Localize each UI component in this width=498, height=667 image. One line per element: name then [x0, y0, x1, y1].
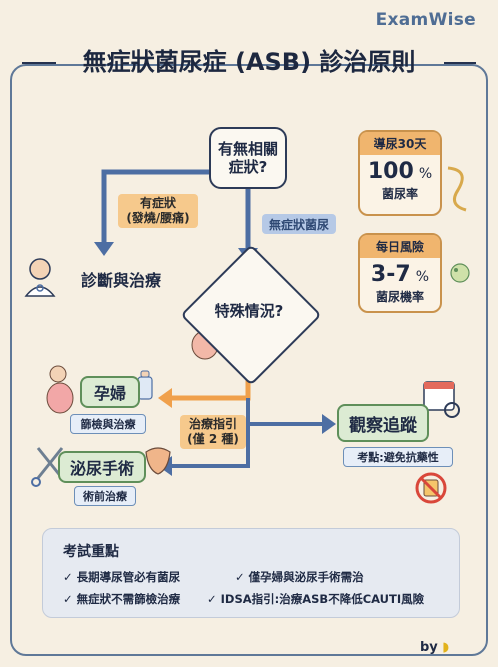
symptomatic-label: 有症狀 (發燒/腰痛): [118, 194, 198, 228]
catheter-stat-card: 導尿30天 100 % 菌尿率: [358, 130, 442, 216]
arrowhead-observe: [322, 414, 336, 434]
doctor-icon: [24, 258, 56, 297]
catheter-stat-unit: %: [418, 166, 433, 182]
observe-box: 觀察追蹤: [337, 404, 429, 442]
border-frame: [10, 64, 488, 656]
catheter-stat-label: 菌尿率: [381, 187, 418, 201]
pregnant-tag: 篩檢與治療: [70, 414, 146, 434]
banana-icon: ◗: [442, 640, 450, 655]
symptomatic-label-line1: 有症狀: [139, 196, 176, 210]
guideline-label-line1: 治療指引: [188, 417, 237, 431]
urologic-tag: 術前治療: [74, 486, 136, 506]
no-antibiotics-icon: [415, 472, 447, 504]
daily-risk-header: 每日風險: [360, 235, 440, 258]
catheter-icon: [447, 166, 467, 212]
exam-point-4: ✓ IDSA指引:治療ASB不降低CAUTI風險: [207, 592, 425, 606]
pregnant-box: 孕婦: [80, 376, 140, 408]
exam-point-1: ✓ 長期導尿管必有菌尿: [63, 570, 181, 584]
baby-bottle-icon: [137, 370, 153, 400]
title-rule-left: [22, 62, 56, 64]
guideline-label-line2: (僅 2 種): [187, 432, 239, 446]
asymptomatic-label: 無症狀菌尿: [262, 214, 336, 234]
symptom-question-line2: 症狀?: [228, 158, 268, 176]
arrow-urologic: [170, 398, 250, 468]
daily-risk-stat-card: 每日風險 3-7 % 菌尿機率: [358, 233, 442, 313]
guideline-label: 治療指引 (僅 2 種): [180, 415, 246, 449]
urologic-surgery-box: 泌尿手術: [58, 451, 146, 483]
daily-risk-value-row: 3-7 %: [371, 262, 429, 288]
footer-by-text: by: [420, 640, 438, 655]
exam-point-2: ✓ 僅孕婦與泌尿手術需治: [235, 570, 364, 584]
catheter-stat-value-row: 100 %: [368, 159, 432, 185]
symptom-question-line1: 有無相關: [217, 140, 278, 158]
exam-points-panel: 考試重點 ✓ 長期導尿管必有菌尿 ✓ 僅孕婦與泌尿手術需治 ✓ 無症狀不需篩檢治…: [42, 528, 460, 618]
pregnant-icon-small: [46, 365, 74, 414]
daily-risk-unit: %: [415, 269, 430, 285]
exam-points-title: 考試重點: [63, 544, 119, 560]
title-rule-right: [444, 62, 476, 64]
symptomatic-label-line2: (發燒/腰痛): [126, 211, 190, 225]
exam-point-3: ✓ 無症狀不需篩檢治療: [63, 592, 181, 606]
arrowhead-symptomatic: [94, 242, 114, 256]
footer-by: by ◗: [420, 640, 449, 655]
brand-logo: ExamWise: [375, 10, 476, 30]
bacteria-icon: [450, 263, 470, 283]
catheter-stat-value: 100: [367, 159, 414, 184]
arrow-symptomatic: [101, 169, 209, 244]
daily-risk-label: 菌尿機率: [375, 290, 424, 304]
symptom-question-node: 有無相關 症狀?: [209, 127, 287, 189]
special-case-label: 特殊情況?: [214, 302, 284, 320]
observe-tag: 考點:避免抗藥性: [343, 447, 453, 467]
calendar-icon: [423, 381, 460, 418]
bladder-icon: [145, 447, 171, 475]
daily-risk-value: 3-7: [370, 262, 411, 287]
arrowhead-pregnant: [158, 388, 172, 408]
catheter-stat-header: 導尿30天: [360, 132, 440, 155]
page-title: 無症狀菌尿症 (ASB) 診治原則: [82, 48, 416, 76]
diagnose-treat-box: 診斷與治療: [80, 271, 161, 290]
